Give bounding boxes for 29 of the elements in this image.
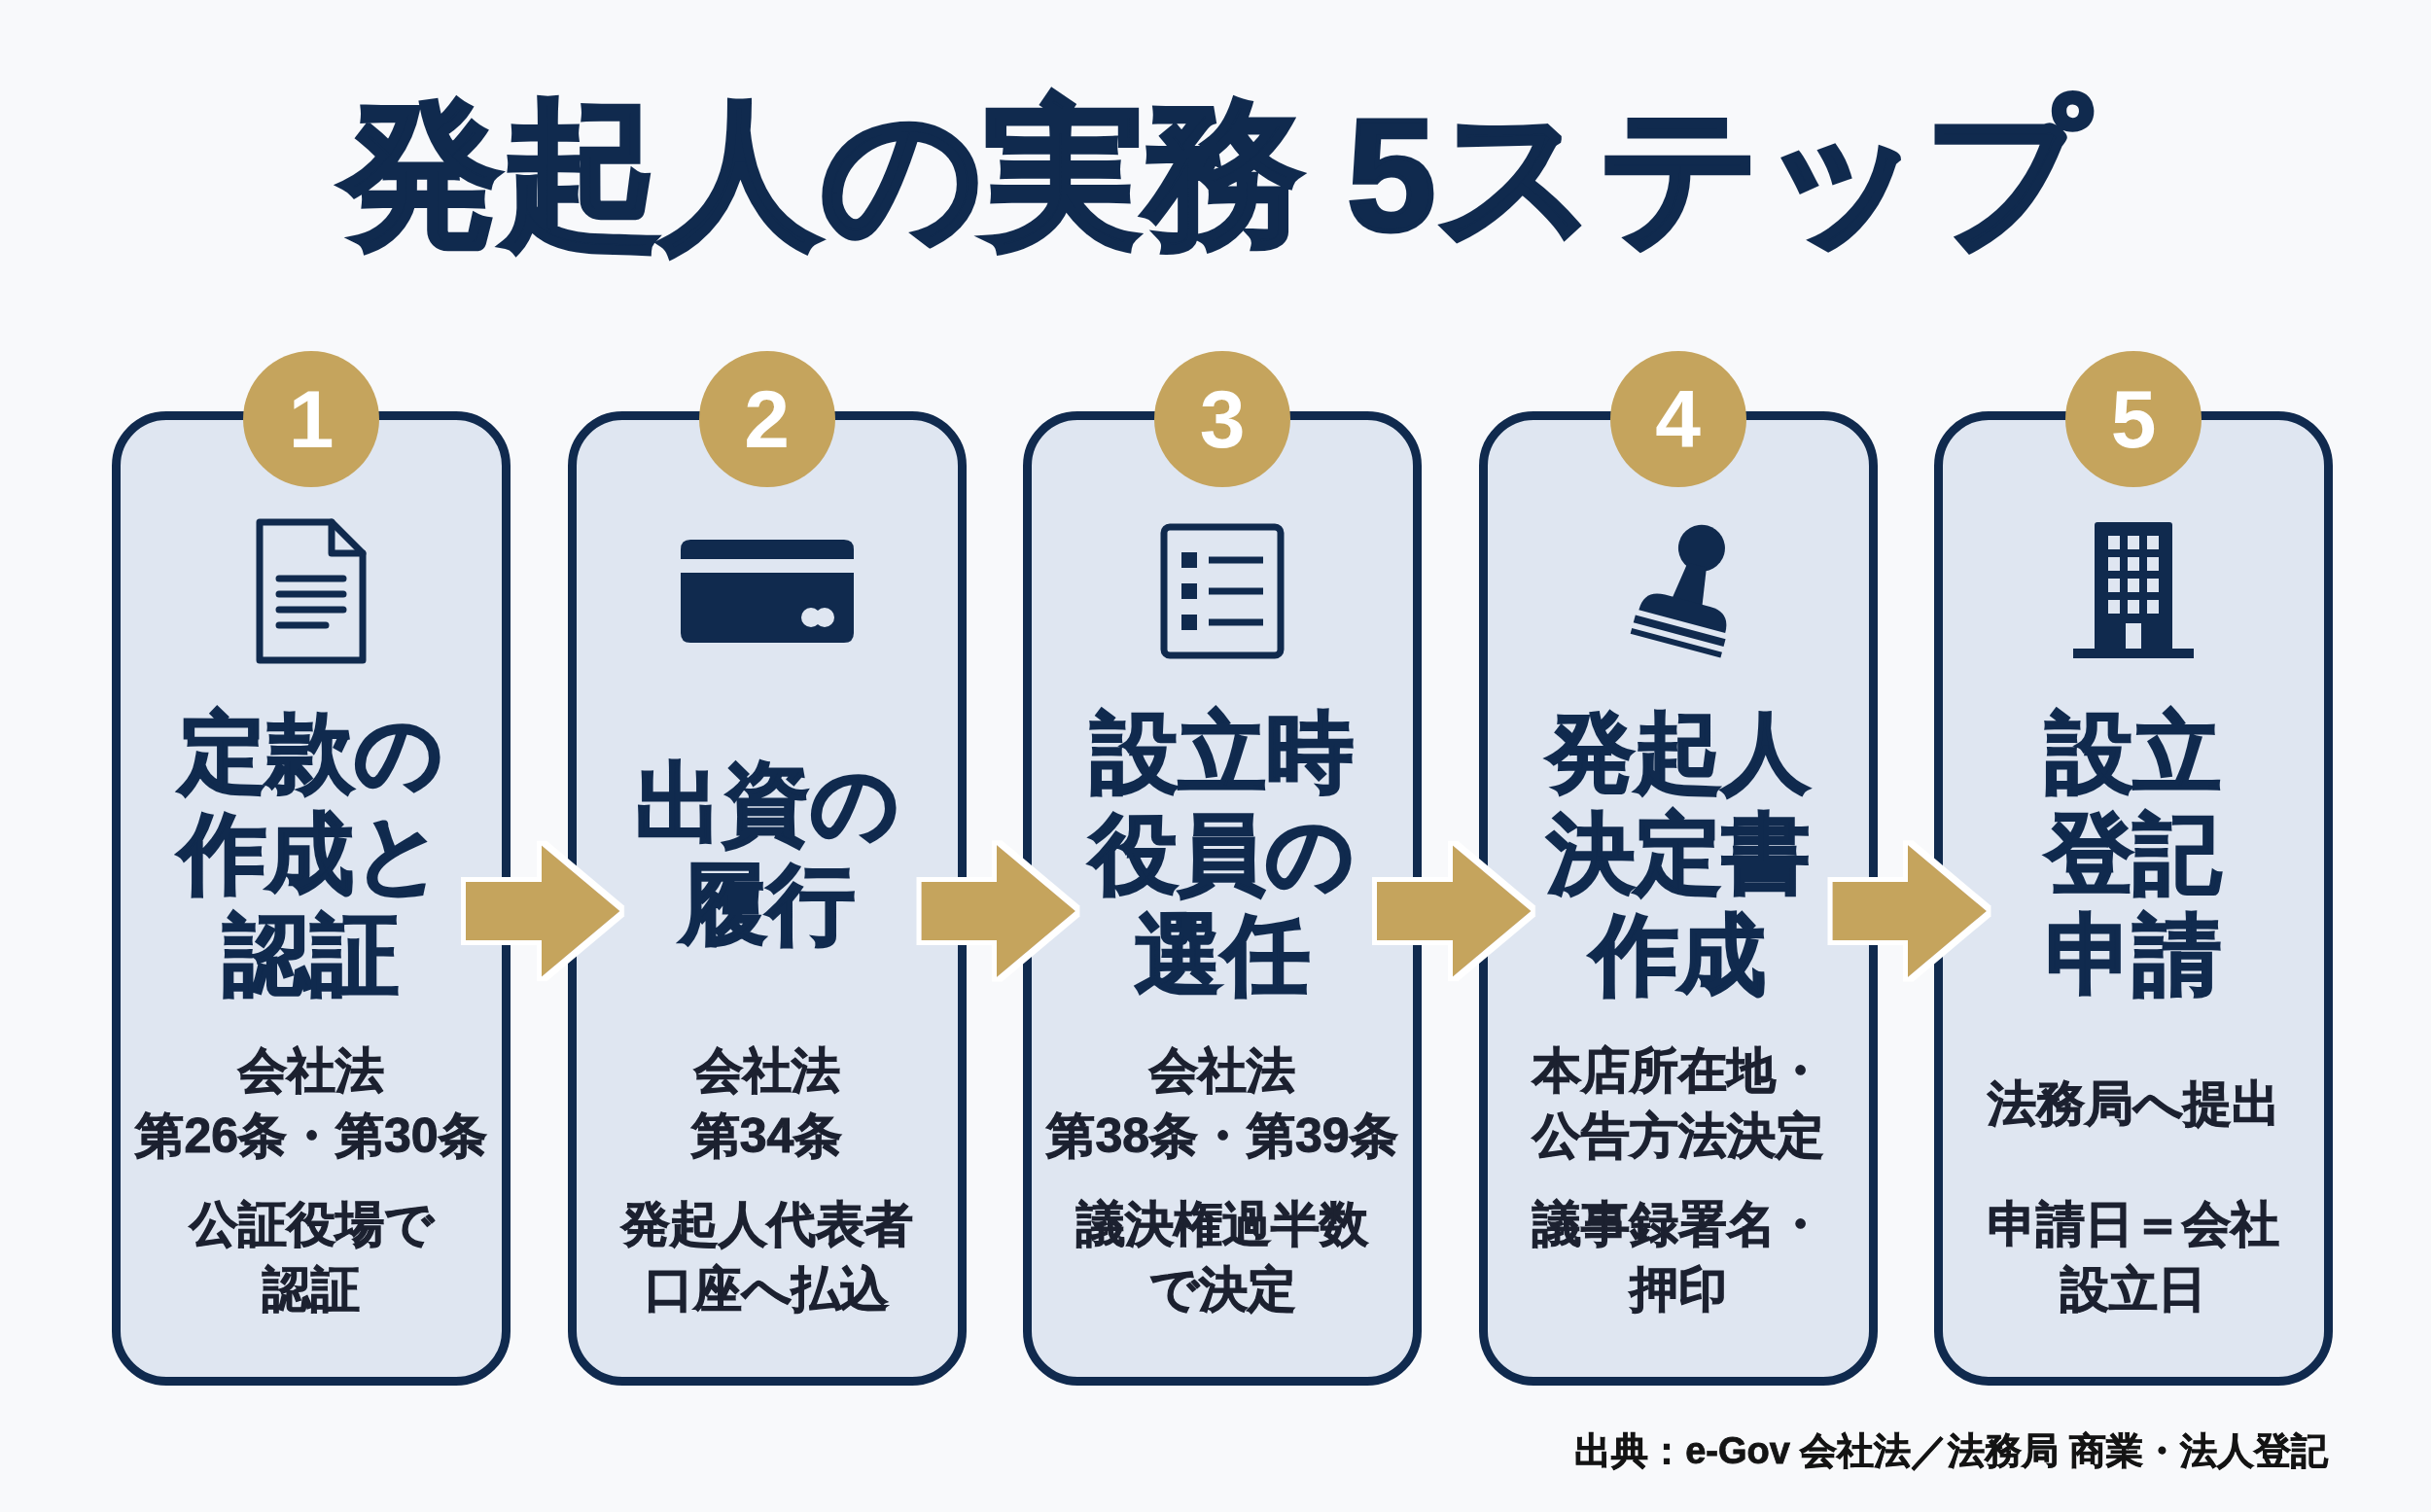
step-number: 3 [1154,351,1290,487]
flow-arrow [921,845,1075,977]
step-detail: 法務局へ提出 [1987,1074,2280,1133]
step-detail: 第34条 [690,1108,843,1165]
page-title: 発起人の実務 5ステップ [341,88,2090,264]
step-number: 4 [1609,351,1746,487]
step-detail: 会社法 [693,1042,840,1100]
step-title: 発起人決定書作成 [1544,703,1811,1005]
step-note: 公証役場で認証 [188,1196,436,1319]
source-note: 出典：e-Gov 会社法／法務局 商業・法人登記 [1574,1429,2328,1473]
flow-arrow [466,845,620,977]
step-detail: 会社法 [1149,1042,1295,1100]
step-detail: 第38条・第39条 [1046,1108,1398,1165]
step-detail: 会社法 [238,1042,384,1100]
step-number: 5 [2065,351,2202,487]
step-detail: 第26条・第30条 [135,1108,487,1165]
step-note: 発起人代表者口座へ払込 [619,1196,914,1319]
step-title: 設立時役員の選任 [1087,703,1356,1005]
step-title: 定款の作成と認証 [173,702,449,1005]
step-detail: 本店所在地・公告方法決定 [1531,1042,1825,1165]
step-note: 申請日＝会社設立日 [1987,1196,2280,1319]
step-note: 議決権過半数で決定 [1075,1196,1369,1319]
step-number: 2 [698,351,835,487]
step-number: 1 [243,351,379,487]
step-note: 議事録署名・押印 [1531,1196,1825,1319]
flow-arrow [1832,845,1987,977]
flow-arrow [1377,845,1532,977]
step-title: 設立登記申請 [2043,703,2223,1005]
step-title: 出資の履行 [633,754,900,955]
